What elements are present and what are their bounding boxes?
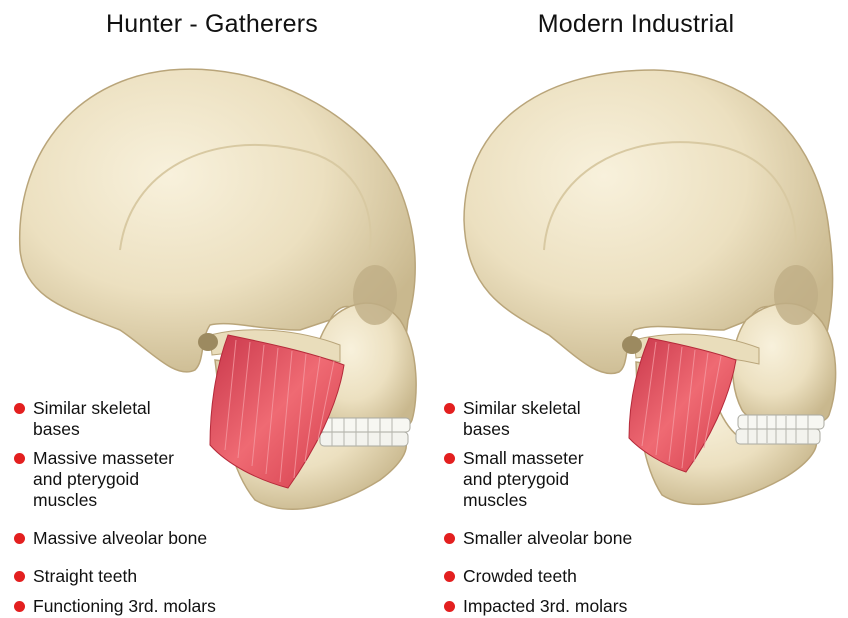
- bullet-icon: [444, 571, 455, 582]
- bullet-icon: [444, 403, 455, 414]
- bullet-icon: [14, 571, 25, 582]
- teeth-straight: [320, 418, 410, 446]
- teeth-crowded: [736, 415, 824, 444]
- hunter-gatherers-points: Similar skeletal bases Massive masseter …: [14, 0, 274, 618]
- eye-socket: [774, 265, 818, 325]
- bullet-icon: [444, 453, 455, 464]
- bullet-icon: [14, 601, 25, 612]
- list-item: Massive alveolar bone: [14, 528, 207, 549]
- bullet-icon: [14, 453, 25, 464]
- list-item: Functioning 3rd. molars: [14, 596, 216, 617]
- list-item: Impacted 3rd. molars: [444, 596, 627, 617]
- list-item: Smaller alveolar bone: [444, 528, 632, 549]
- bullet-icon: [444, 601, 455, 612]
- list-item: Small masseter and pterygoid muscles: [444, 448, 584, 511]
- eye-socket: [353, 265, 397, 325]
- list-item: Similar skeletal bases: [14, 398, 151, 440]
- list-item: Similar skeletal bases: [444, 398, 581, 440]
- hunter-gatherers-panel: Hunter - Gatherers Similar skeletal ba: [0, 0, 424, 618]
- modern-industrial-points: Similar skeletal bases Small masseter an…: [444, 0, 704, 618]
- list-item: Straight teeth: [14, 566, 137, 587]
- bullet-icon: [444, 533, 455, 544]
- bullet-icon: [14, 533, 25, 544]
- list-item: Massive masseter and pterygoid muscles: [14, 448, 174, 511]
- list-item: Crowded teeth: [444, 566, 577, 587]
- modern-industrial-panel: Modern Industrial Similar skeletal bases…: [424, 0, 848, 618]
- maxilla: [733, 303, 836, 426]
- bullet-icon: [14, 403, 25, 414]
